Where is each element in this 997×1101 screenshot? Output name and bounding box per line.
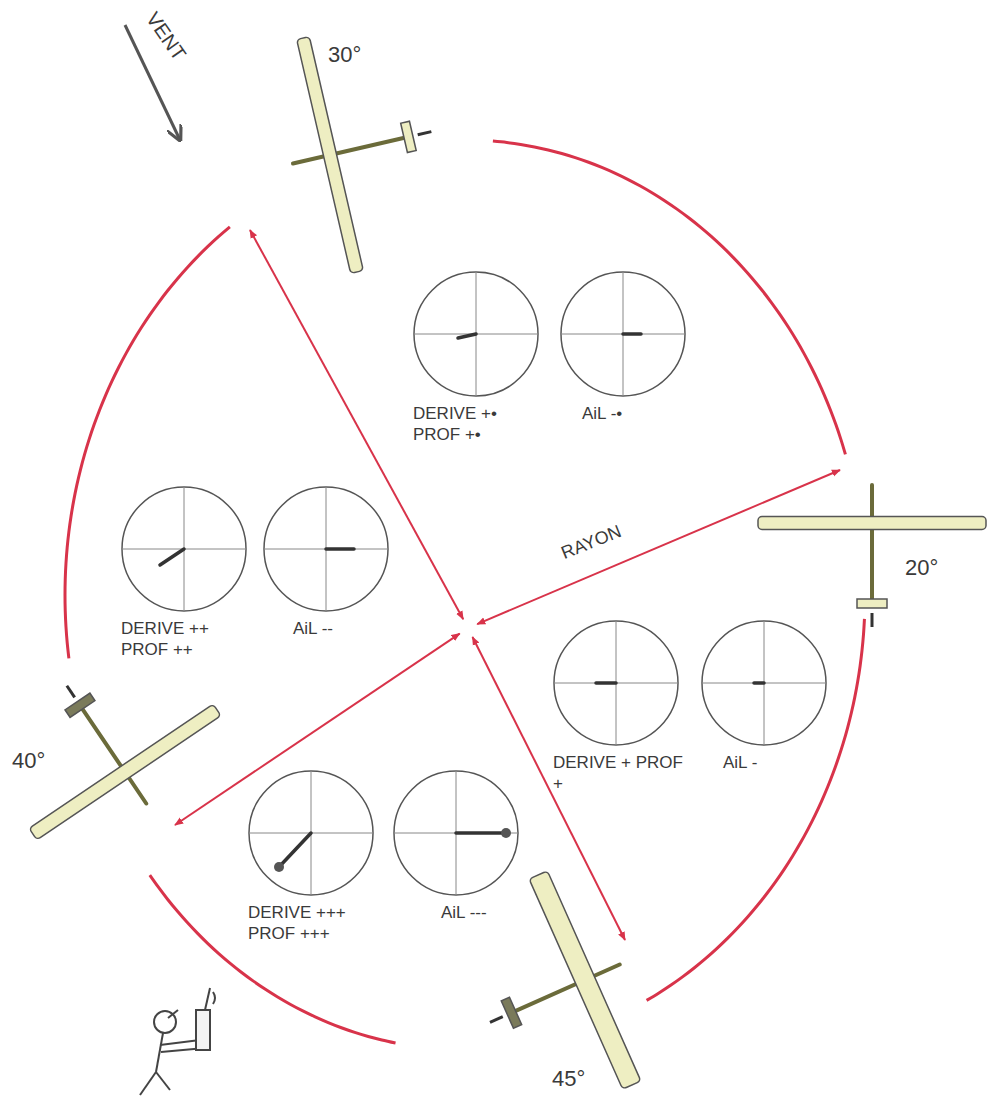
gauge-label: DERIVE ++ PROF ++ (121, 618, 251, 660)
gauge-dial: AiL -• (560, 271, 686, 424)
radius-arrow (175, 634, 460, 825)
radius-arrow (477, 470, 840, 624)
glider-drawing (758, 485, 986, 627)
fin (871, 613, 874, 627)
gauge-dial: DERIVE +++ PROF +++ (248, 770, 380, 944)
gauge-dial: DERIVE ++ PROF ++ (121, 486, 253, 660)
wing (29, 704, 221, 840)
dial-needle (160, 549, 184, 565)
dial-needle (326, 547, 354, 551)
tailplane (401, 121, 417, 152)
gauge-dial: AiL --- (393, 770, 519, 923)
bank-angle: 45° (552, 1066, 585, 1092)
tailplane (65, 693, 95, 717)
dial-needle (456, 831, 506, 835)
bank-angle: 40° (12, 748, 45, 774)
glider-drawing (266, 15, 458, 281)
glider-drawing (443, 859, 666, 1101)
dial-face (560, 271, 686, 397)
dial-face (701, 620, 827, 746)
dial-face (553, 620, 679, 746)
dial-face (121, 486, 247, 612)
gauge-label: DERIVE +• PROF +• (413, 403, 543, 445)
dial-face (263, 486, 389, 612)
fuselage (293, 137, 410, 164)
glider-drawing (0, 624, 238, 866)
bank-angle: 20° (905, 555, 938, 581)
gauge-label: AiL -- (293, 618, 333, 639)
gauge-label: DERIVE +++ PROF +++ (248, 902, 378, 944)
circle-path (65, 141, 864, 1043)
dial-needle (458, 334, 476, 338)
fin (418, 132, 432, 135)
wing (297, 37, 364, 274)
tailplane (501, 997, 521, 1028)
dial-needle (279, 833, 311, 867)
fuselage (870, 485, 874, 605)
dial-face (413, 271, 539, 397)
radius-arrow (250, 230, 463, 619)
circle-arc (493, 141, 846, 454)
circle-arc (647, 619, 865, 1001)
wing (758, 517, 986, 530)
dial-needle (596, 681, 616, 685)
radius-arrows (175, 230, 840, 940)
gauge-dial: DERIVE +• PROF +• (413, 271, 545, 445)
circle-arc (65, 227, 230, 658)
radius-label: RAYON (558, 521, 624, 564)
fin (490, 1017, 503, 1023)
circle-arc (150, 875, 396, 1043)
gauge-dial: DERIVE + PROF + (553, 620, 685, 794)
gauge-label: DERIVE + PROF + (553, 752, 683, 794)
fin (67, 686, 75, 698)
needle-knob (274, 862, 284, 872)
needle-knob (501, 828, 511, 838)
gauge-dial: AiL -- (263, 486, 389, 639)
dial-face (248, 770, 374, 896)
wing (529, 871, 641, 1089)
dial-face (393, 770, 519, 896)
wind-label: VENT (141, 8, 190, 65)
gauge-dial: AiL - (701, 620, 827, 773)
gauge-label: AiL - (723, 752, 757, 773)
gliders (0, 15, 986, 1101)
dial-needle (754, 681, 764, 685)
gauge-label: AiL -• (582, 403, 622, 424)
pilot-figure (140, 988, 215, 1095)
dial-needle (623, 332, 641, 336)
gauge-label: AiL --- (441, 902, 487, 923)
tailplane (857, 599, 887, 608)
bank-angle: 30° (328, 42, 361, 68)
